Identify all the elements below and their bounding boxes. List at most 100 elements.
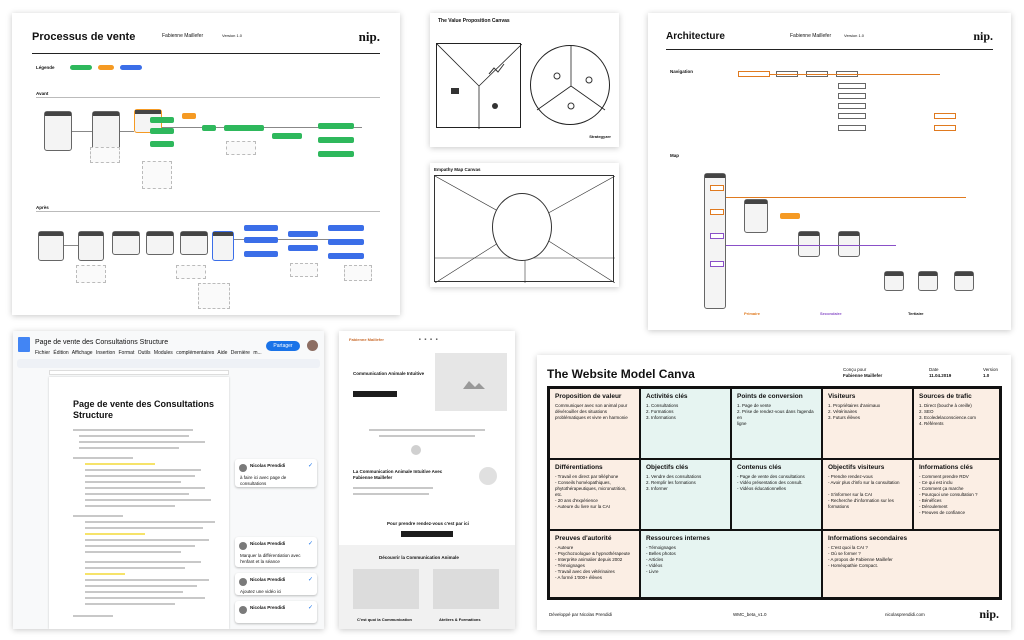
landing-hero-title: Communication Animale Intuitive xyxy=(353,371,425,376)
comment-card[interactable]: Nicolas Prendidi ✓ Ajoutez une vidéo ici xyxy=(235,573,317,595)
cell-heading: Activités clés xyxy=(646,393,688,400)
avatar[interactable] xyxy=(307,340,318,351)
docs-menu-bar[interactable]: Fichier Édition Affichage Insertion Form… xyxy=(35,350,262,356)
map-node xyxy=(710,233,724,239)
cell-visitor-objectives: Objectifs visiteurs - Prendre rendez-vou… xyxy=(822,459,913,530)
text-line xyxy=(79,435,189,437)
play-icon[interactable] xyxy=(411,445,421,455)
comment-author: Nicolas Prendidi xyxy=(250,541,286,546)
docs-toolbar[interactable] xyxy=(17,359,320,368)
comment-author: Nicolas Prendidi xyxy=(250,605,286,610)
text-line xyxy=(85,499,211,501)
cell-heading: Proposition de valeur xyxy=(555,393,622,400)
comment-text: Marquer la différentiation avec l'enfant… xyxy=(240,553,301,564)
text-line xyxy=(85,603,175,605)
resolve-check-icon[interactable]: ✓ xyxy=(307,463,313,469)
comment-card[interactable]: Nicolas Prendidi ✓ à faire ici avec page… xyxy=(235,459,317,487)
flow-step xyxy=(202,125,216,131)
text-line xyxy=(85,591,183,593)
after-label: Après xyxy=(36,205,49,210)
divider xyxy=(36,97,380,98)
avatar xyxy=(239,464,247,472)
note xyxy=(226,141,256,155)
flow-step xyxy=(244,225,278,231)
cell-visitors: Visiteurs 1. Propriétaires d'animaux 2. … xyxy=(822,388,913,459)
avatar xyxy=(239,606,247,614)
text-line xyxy=(85,521,215,523)
phone-mockup xyxy=(38,231,64,261)
footer-credit: Développé par Nicolas Prendidi xyxy=(549,612,613,617)
phone-mockup xyxy=(798,231,820,257)
comment-card[interactable]: Nicolas Prendidi ✓ Marquer la différenti… xyxy=(235,537,317,567)
empathy-title: Empathy Map Canvas xyxy=(434,167,481,172)
flow-line xyxy=(770,74,940,75)
note xyxy=(344,265,372,281)
nav-box xyxy=(934,113,956,119)
resolve-check-icon[interactable]: ✓ xyxy=(307,577,313,583)
cta-button[interactable] xyxy=(353,391,397,397)
highlighted-line xyxy=(85,463,155,465)
text-line xyxy=(85,539,209,541)
cell-heading: Preuves d'autorité xyxy=(555,535,612,542)
cell-heading: Différentiations xyxy=(555,464,603,471)
nav-box xyxy=(838,125,866,131)
doc-title[interactable]: Page de vente des Consultations Structur… xyxy=(35,339,169,346)
note xyxy=(90,147,120,163)
cell-key-content: Contenus clés - Page de vente des consul… xyxy=(731,459,822,530)
text-line xyxy=(379,435,475,437)
share-button[interactable]: Partager xyxy=(266,341,300,351)
resolve-check-icon[interactable]: ✓ xyxy=(307,541,313,547)
legend-green xyxy=(70,65,92,70)
image-placeholder xyxy=(433,569,499,609)
footer-url[interactable]: nicolasprendidi.com xyxy=(885,612,925,617)
text-line xyxy=(73,429,193,431)
canva-brand-logo: nip. xyxy=(979,607,999,621)
map-node xyxy=(710,209,724,215)
meta-value: Fabienne Maillefer xyxy=(843,373,883,378)
comment-card[interactable]: Nicolas Prendidi ✓ xyxy=(235,601,317,623)
book-button[interactable] xyxy=(401,531,453,537)
flow-step xyxy=(150,128,174,134)
cell-heading: Objectifs clés xyxy=(646,464,689,471)
flow-step xyxy=(244,251,278,257)
resolve-check-icon[interactable]: ✓ xyxy=(307,605,313,611)
text-line xyxy=(85,597,205,599)
cell-body: - C'est quoi la CAI ? - Où se former ? -… xyxy=(828,545,893,568)
flow-step xyxy=(244,237,278,243)
divider xyxy=(666,49,993,50)
cell-heading: Informations clés xyxy=(919,464,973,471)
flow-line xyxy=(726,245,896,246)
cell-heading: Contenus clés xyxy=(737,464,782,471)
comment-text: Ajoutez une vidéo ici xyxy=(240,589,282,594)
footer-file: WMC_beta_v1.0 xyxy=(733,612,767,617)
website-model-canva: The Website Model Canva Conçu pour Fabie… xyxy=(537,355,1011,630)
legend-orange xyxy=(98,65,114,70)
flow-step xyxy=(272,133,302,139)
docs-icon[interactable] xyxy=(18,337,30,352)
avatar xyxy=(239,542,247,550)
text-line xyxy=(73,615,113,617)
landing-nav: ■ ■ ■ ■ xyxy=(419,337,438,341)
flow-step xyxy=(150,141,174,147)
col-secondary: Secondaire xyxy=(820,311,842,316)
value-proposition-canvas: The Value Proposition Canvas Strategyzer xyxy=(430,13,619,147)
section-title: La Communication Animale Intuitive Avec … xyxy=(353,469,443,480)
map-label: Map xyxy=(670,153,679,158)
arch-version: Version 1.0 xyxy=(844,33,865,38)
meta-label: Version xyxy=(983,367,999,372)
note xyxy=(290,263,318,277)
canva-version: Version 1.0 xyxy=(983,367,998,379)
nav-box xyxy=(934,125,956,131)
cell-conversion-points: Points de conversion 1. Page de vente 2.… xyxy=(731,388,822,459)
doc-page[interactable]: Page de vente des Consultations Structur… xyxy=(49,377,229,629)
text-line xyxy=(369,429,485,431)
text-line xyxy=(79,447,179,449)
cell-traffic-sources: Sources de trafic 1. Direct (bouche à or… xyxy=(913,388,1000,459)
cell-body: 1. Consultations 2. Formations 3. Inform… xyxy=(646,403,679,420)
cell-authority-proofs: Preuves d'autorité - Auteure - Psychozoo… xyxy=(549,530,640,598)
text-line xyxy=(79,441,205,443)
nav-box xyxy=(838,113,866,119)
ruler[interactable] xyxy=(49,370,229,375)
cell-body: - Comment prendre RDV - Ce qui est inclu… xyxy=(919,474,978,515)
text-line xyxy=(85,469,201,471)
